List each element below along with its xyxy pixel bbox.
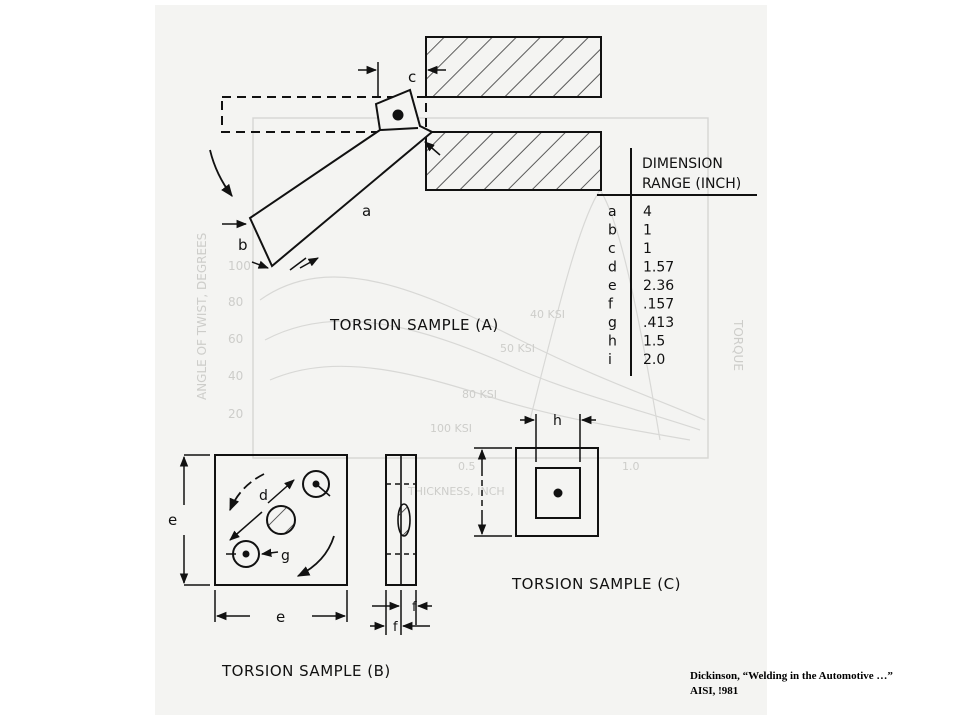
table-value-c: 1 — [643, 241, 652, 257]
citation-line-1: Dickinson, “Welding in the Automotive …” — [690, 670, 893, 682]
table-value-d: 1.57 — [643, 260, 674, 276]
ghost-xlabel: THICKNESS, INCH — [407, 485, 505, 498]
torsion-sample-c — [474, 414, 599, 537]
table-value-g: .413 — [643, 315, 674, 331]
ghost-ytick-5: 20 — [228, 407, 243, 421]
torsion-sample-b — [179, 454, 432, 635]
table-dim-f: f — [608, 297, 614, 313]
fixture-upper-block — [425, 36, 602, 98]
table-header-dimension: DIMENSION — [642, 156, 723, 172]
torsion-sample-a — [209, 36, 602, 271]
upper-hole — [302, 470, 330, 498]
ghost-ytick-4: 40 — [228, 369, 243, 383]
center-hole — [266, 505, 296, 535]
table-dim-b: b — [608, 223, 617, 239]
table-dim-g: g — [608, 315, 617, 331]
dimension-table: DIMENSION RANGE (INCH) a 4 b 1 c 1 d 1.57 e 2.36 f… — [597, 148, 757, 376]
citation-line-2: AISI, !981 — [690, 685, 739, 697]
ghost-ytick-2: 80 — [228, 295, 243, 309]
citation: Dickinson, “Welding in the Automotive …”… — [690, 669, 893, 699]
table-dim-e: e — [608, 278, 617, 294]
fixture-lower-block — [425, 131, 602, 191]
table-header-range: RANGE (INCH) — [642, 176, 741, 192]
dim-label-a: a — [362, 202, 371, 220]
ghost-curve-3: 80 KSI — [462, 388, 497, 401]
table-rows: a 4 b 1 c 1 d 1.57 e 2.36 f .157 g .413 h 1.5 i 2.0 — [608, 204, 674, 368]
dim-label-h: h — [553, 413, 562, 429]
table-value-i: 2.0 — [643, 352, 665, 368]
label-torsion-sample-a: TORSION SAMPLE (A) — [329, 316, 499, 334]
bleed-through-chart: 100 80 60 40 20 ANGLE OF TWIST, DEGREES … — [195, 117, 745, 498]
table-dim-d: d — [608, 260, 617, 276]
pivot-dot — [392, 109, 404, 121]
sample-c-outer — [515, 447, 599, 537]
dim-label-b: b — [238, 236, 248, 254]
dim-label-d: d — [259, 488, 268, 504]
ghost-curve-1: 40 KSI — [530, 308, 565, 321]
table-dim-c: c — [608, 241, 616, 257]
ghost-xtick-2: 1.0 — [622, 460, 640, 473]
dim-label-f-lower: f — [393, 620, 398, 635]
table-value-f: .157 — [643, 297, 674, 313]
ghost-ylabel: ANGLE OF TWIST, DEGREES — [195, 233, 209, 400]
table-value-b: 1 — [643, 223, 652, 239]
ghost-right-label: TORQUE — [731, 319, 745, 371]
scanned-sheet — [155, 5, 767, 715]
sample-b-face — [214, 454, 348, 586]
table-dim-i: i — [608, 352, 612, 368]
ghost-xtick-1: 0.5 — [458, 460, 476, 473]
dim-label-e-vertical: e — [168, 511, 177, 529]
ghost-curve-4: 100 KSI — [430, 422, 472, 435]
label-torsion-sample-b: TORSION SAMPLE (B) — [221, 662, 391, 680]
table-dim-a: a — [608, 204, 617, 220]
dim-label-g: g — [281, 548, 290, 564]
rotated-sample-bar — [248, 88, 434, 268]
dim-label-c: c — [408, 68, 416, 86]
ghost-curve-2: 50 KSI — [500, 342, 535, 355]
table-value-e: 2.36 — [643, 278, 674, 294]
ghost-ytick-3: 60 — [228, 332, 243, 346]
dim-label-f-upper: f — [412, 600, 417, 615]
label-torsion-sample-c: TORSION SAMPLE (C) — [511, 575, 681, 593]
table-dim-h: h — [608, 334, 617, 350]
ghost-ytick-1: 100 — [228, 259, 251, 273]
sample-c-inner — [535, 467, 581, 519]
dim-label-e-horizontal: e — [276, 608, 285, 626]
table-value-h: 1.5 — [643, 334, 665, 350]
table-value-a: 4 — [643, 204, 652, 220]
